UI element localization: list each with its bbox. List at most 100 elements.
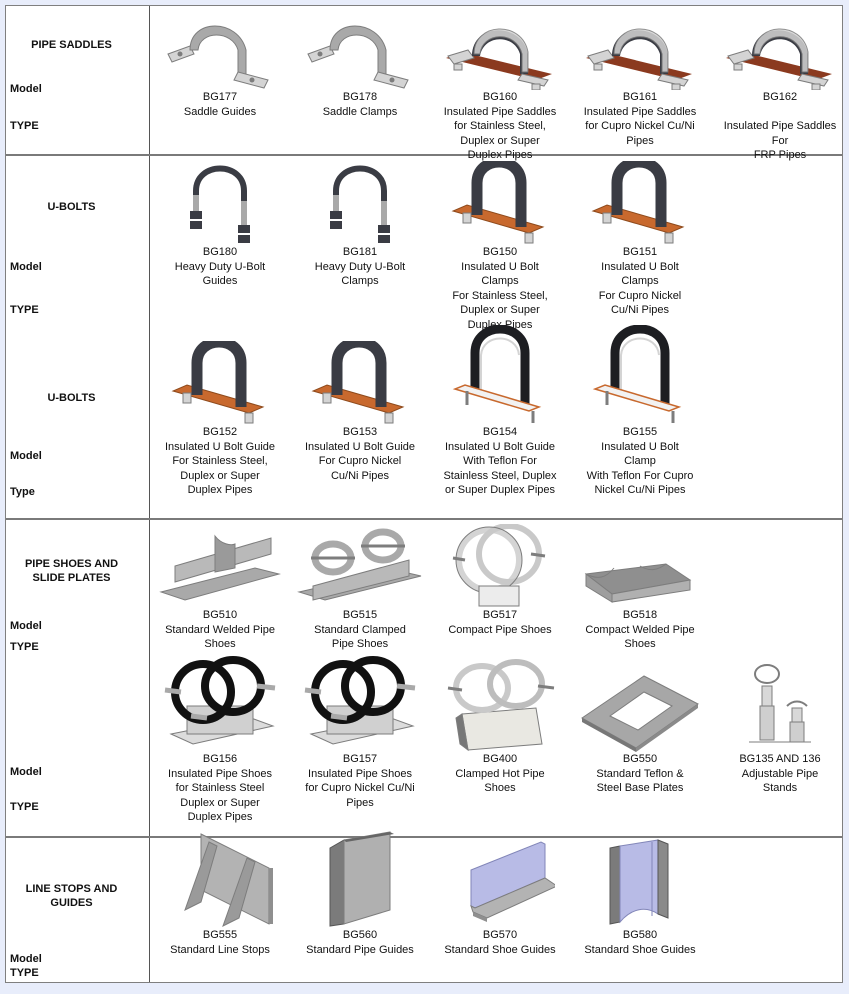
product-type: Insulated U Bolt Clamps For Stainless St…	[452, 260, 548, 331]
type-label: Type	[10, 486, 35, 498]
model-number: BG156	[202, 753, 238, 765]
product-type: Standard Shoe Guides	[584, 943, 696, 956]
product-type: Saddle Guides	[183, 105, 257, 118]
product-type: Insulated U Bolt Clamp With Teflon For C…	[586, 440, 694, 497]
product-type: Standard Line Stops	[170, 943, 270, 956]
product-table	[5, 5, 843, 983]
saddle-icon	[150, 10, 290, 90]
model-number: BG160	[482, 91, 518, 103]
welded-shoe-icon	[150, 528, 290, 608]
insulated-saddle-icon	[430, 10, 570, 90]
model-number: BG152	[202, 426, 238, 438]
model-label: Model	[10, 450, 42, 462]
teflon-u-bolt-icon	[570, 325, 710, 425]
clamped-shoe-icon	[290, 528, 430, 608]
teflon-u-bolt-icon	[430, 325, 570, 425]
type-label: TYPE	[10, 120, 39, 132]
section-title: U-BOLTS	[47, 201, 96, 213]
section-title: U-BOLTS	[47, 392, 96, 404]
model-number: BG181	[342, 246, 378, 258]
insulated-shoe-icon	[150, 656, 290, 752]
insulated-u-bolt-icon	[150, 341, 290, 425]
product-type: Standard Shoe Guides	[444, 943, 556, 956]
product-type: Clamped Hot Pipe Shoes	[455, 767, 545, 795]
model-label: Model	[10, 261, 42, 273]
product-type: Compact Pipe Shoes	[448, 623, 552, 636]
model-number: BG555	[202, 929, 238, 941]
product-type: Insulated Pipe Shoes for Cupro Nickel Cu…	[305, 767, 415, 809]
model-number: BG515	[342, 609, 378, 621]
section-divider	[6, 518, 842, 520]
model-number: BG154	[482, 426, 518, 438]
model-number: BG580	[622, 929, 658, 941]
product-type: Compact Welded Pipe Shoes	[585, 623, 695, 651]
product-type: Insulated Pipe Shoes for Stainless Steel…	[168, 767, 272, 824]
model-label: Model	[10, 620, 42, 632]
model-number: BG177	[202, 91, 238, 103]
line-stop-icon	[150, 833, 290, 928]
channel-guide-icon	[570, 839, 710, 928]
product-type: Insulated Pipe Saddles for Stainless Ste…	[443, 105, 557, 162]
type-label: TYPE	[10, 801, 39, 813]
insulated-u-bolt-icon	[570, 161, 710, 245]
model-number: BG400	[482, 753, 518, 765]
model-number: BG135 AND 136	[739, 753, 821, 765]
model-label: Model	[10, 766, 42, 778]
model-number: BG517	[482, 609, 518, 621]
product-type: Insulated Pipe Saddles for Cupro Nickel …	[583, 105, 697, 147]
model-number: BG150	[482, 246, 518, 258]
u-bolt-icon	[290, 165, 430, 245]
product-type: Adjustable Pipe Stands	[741, 767, 819, 795]
model-number: BG161	[622, 91, 658, 103]
insulated-saddle-icon	[710, 10, 849, 90]
model-number: BG180	[202, 246, 238, 258]
model-number: BG178	[342, 91, 378, 103]
type-label: TYPE	[10, 304, 39, 316]
insulated-saddle-icon	[570, 10, 710, 90]
compact-shoe-icon	[430, 524, 570, 608]
base-plate-icon	[570, 672, 710, 752]
model-number: BG510	[202, 609, 238, 621]
product-item: BG162 Insulated Pipe Saddles For FRP Pip…	[710, 10, 849, 163]
product-type: Insulated U Bolt Guide For Cupro Nickel …	[304, 440, 416, 482]
product-type: Standard Teflon & Steel Base Plates	[596, 767, 684, 795]
type-label: TYPE	[10, 641, 39, 653]
product-type: Heavy Duty U-Bolt Guides	[174, 260, 266, 288]
compact-welded-shoe-icon	[570, 528, 710, 608]
product-type: Saddle Clamps	[322, 105, 398, 118]
angle-guide-icon	[430, 841, 570, 928]
product-type: Insulated U Bolt Clamps For Cupro Nickel…	[598, 260, 682, 317]
section-title: PIPE SHOES AND SLIDE PLATES	[24, 558, 119, 584]
u-bolt-icon	[150, 165, 290, 245]
model-number: BG560	[342, 929, 378, 941]
product-type: Insulated U Bolt Guide For Stainless Ste…	[164, 440, 276, 497]
product-type: Insulated Pipe Saddles For FRP Pipes	[723, 120, 837, 161]
model-number: BG153	[342, 426, 378, 438]
insulated-shoe-icon	[290, 656, 430, 752]
model-number: BG550	[622, 753, 658, 765]
hot-shoe-icon	[430, 659, 570, 752]
saddle-icon	[290, 10, 430, 90]
product-type: Insulated U Bolt Guide With Teflon For S…	[443, 440, 557, 497]
pipe-stand-icon	[710, 664, 849, 752]
section-divider	[6, 836, 842, 838]
